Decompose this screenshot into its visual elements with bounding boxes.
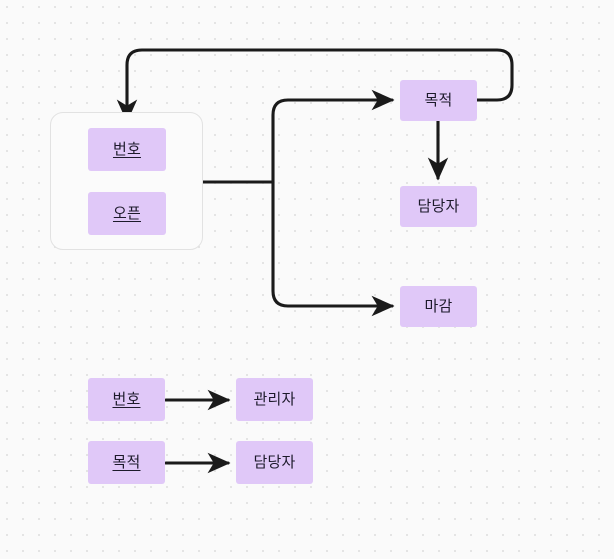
node-open-grouped[interactable]: 오픈 [88,192,166,235]
node-damdangja-row[interactable]: 담당자 [236,441,313,484]
node-beonho-row[interactable]: 번호 [88,378,165,421]
edge-group-to-magam [271,180,395,317]
node-damdangja-top[interactable]: 담당자 [400,186,477,227]
node-mokjeok-row[interactable]: 목적 [88,441,165,484]
node-beonho-grouped[interactable]: 번호 [88,128,166,171]
edge-group-to-mokjeok [271,89,395,184]
node-magam[interactable]: 마감 [400,286,477,327]
node-mokjeok-top[interactable]: 목적 [400,80,477,121]
node-gwanrija-row[interactable]: 관리자 [236,378,313,421]
